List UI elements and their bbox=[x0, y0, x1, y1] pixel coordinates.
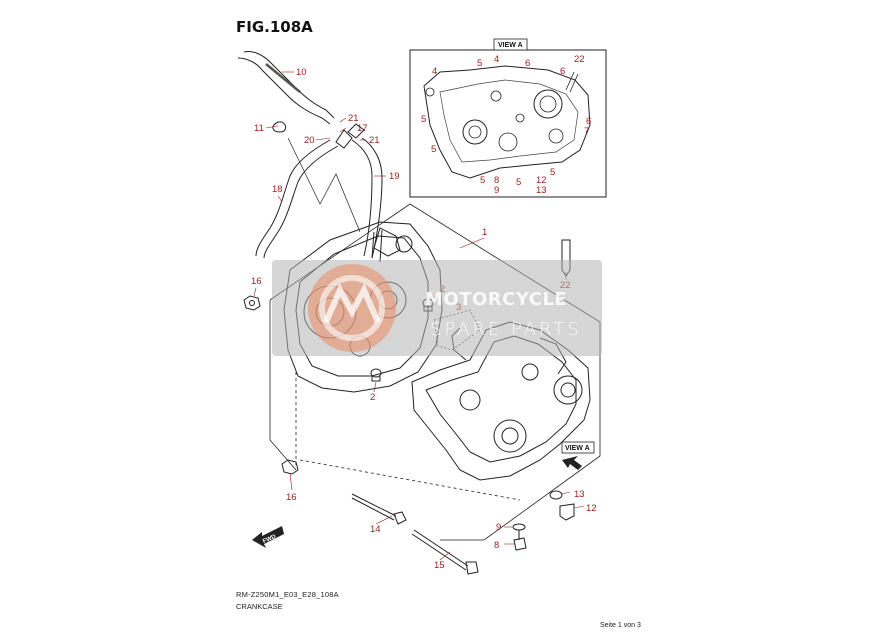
callout-9a: 9 bbox=[496, 522, 501, 533]
callout-8b: 8 bbox=[494, 175, 499, 186]
callout-11: 11 bbox=[254, 123, 264, 134]
callout-5d: 5 bbox=[480, 175, 485, 186]
view-a-inset bbox=[409, 38, 607, 198]
callout-13b: 13 bbox=[536, 185, 547, 196]
view-a-inset-label: VIEW A bbox=[498, 42, 523, 49]
callout-4a: 4 bbox=[432, 66, 437, 77]
callout-5e: 5 bbox=[516, 177, 521, 188]
callout-1: 1 bbox=[482, 227, 487, 238]
callout-20: 20 bbox=[304, 135, 315, 146]
callout-15: 15 bbox=[434, 560, 445, 571]
callout-14: 14 bbox=[370, 524, 381, 535]
figure-code: RM-Z250M1_E03_E28_108A bbox=[236, 590, 339, 599]
fwd-arrow bbox=[252, 526, 284, 548]
callout-12a: 12 bbox=[586, 503, 597, 514]
callout-17: 17 bbox=[357, 123, 368, 134]
callout-18: 18 bbox=[272, 184, 283, 195]
figure-name: CRANKCASE bbox=[236, 602, 283, 611]
callout-8a: 8 bbox=[494, 540, 499, 551]
callout-12b: 12 bbox=[536, 175, 547, 186]
callout-16b: 16 bbox=[286, 492, 297, 503]
callout-6a: 6 bbox=[525, 58, 530, 69]
callout-5f: 5 bbox=[550, 167, 555, 178]
callout-21a: 21 bbox=[348, 113, 359, 124]
inset-labels: VIEW A VIEW A FWD bbox=[262, 42, 590, 545]
view-a-arrow bbox=[561, 441, 595, 470]
callout-5a: 5 bbox=[477, 58, 482, 69]
watermark-subtitle: SPARE PARTS bbox=[430, 319, 582, 340]
callout-4b: 4 bbox=[494, 54, 499, 65]
watermark bbox=[272, 260, 602, 356]
callout-5c: 5 bbox=[431, 144, 436, 155]
callout-9b: 9 bbox=[494, 185, 499, 196]
callout-7: 7 bbox=[584, 126, 589, 137]
fwd-label: FWD bbox=[262, 534, 278, 545]
callout-5b: 5 bbox=[421, 114, 426, 125]
callout-13a: 13 bbox=[574, 489, 585, 500]
callout-21b: 21 bbox=[369, 135, 380, 146]
watermark-title: MOTORCYCLE bbox=[425, 289, 568, 310]
callout-16a: 16 bbox=[251, 276, 262, 287]
callout-2b: 2 bbox=[370, 392, 375, 403]
figure-title: FIG.108A bbox=[236, 18, 313, 36]
view-a-arrow-label: VIEW A bbox=[565, 445, 590, 452]
callout-6c: 6 bbox=[586, 116, 591, 127]
breather-hoses bbox=[237, 51, 383, 259]
page-indicator: Seite 1 von 3 bbox=[600, 622, 641, 629]
callout-6b: 6 bbox=[560, 66, 565, 77]
callout-10: 10 bbox=[296, 67, 307, 78]
callout-19: 19 bbox=[389, 171, 400, 182]
callout-22b: 22 bbox=[574, 54, 585, 65]
